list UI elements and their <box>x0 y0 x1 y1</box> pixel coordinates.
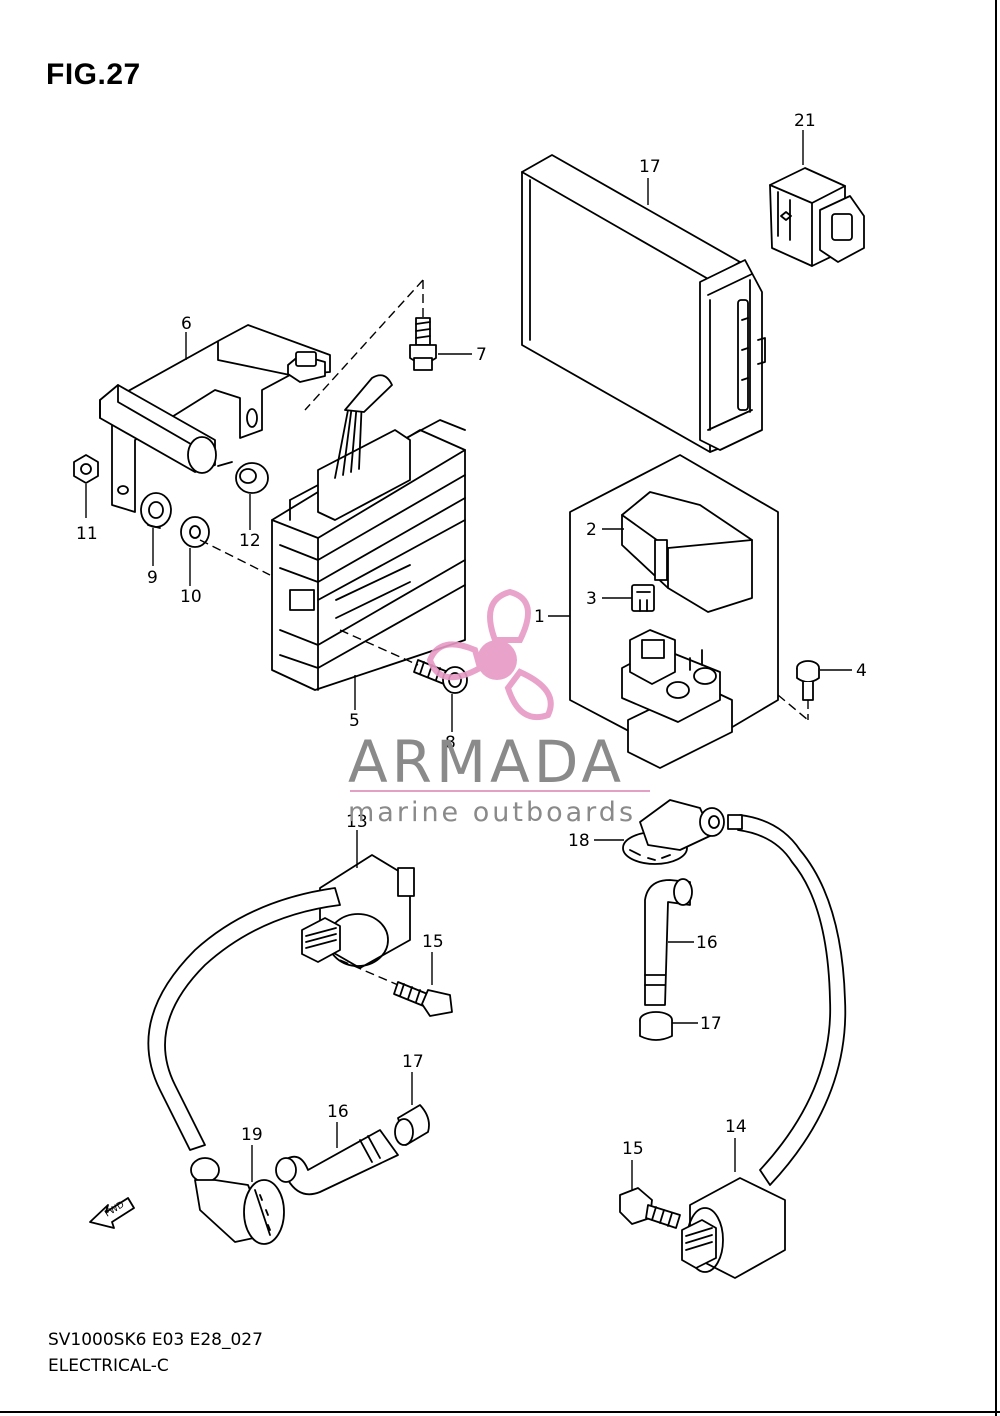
watermark-divider <box>350 790 650 792</box>
part-19-plug-cap[interactable] <box>190 1157 285 1245</box>
callout-21: 21 <box>794 111 816 131</box>
watermark-tagline: marine outboards <box>348 797 637 828</box>
footer-model-code: SV1000SK6 E03 E28_027 <box>48 1330 263 1350</box>
part-11-nut[interactable] <box>73 454 99 484</box>
callout-17-upper: 17 <box>700 1014 722 1034</box>
part-21-relay[interactable] <box>769 167 865 267</box>
callout-19: 19 <box>241 1125 263 1145</box>
leader-lines <box>85 130 852 1190</box>
part-16-lower-cable[interactable] <box>275 1129 399 1196</box>
callout-15-lower: 15 <box>622 1139 644 1159</box>
callout-15-upper: 15 <box>422 932 444 952</box>
callout-16-lower: 16 <box>327 1102 349 1122</box>
callout-8: 8 <box>445 733 456 753</box>
callout-1: 1 <box>534 607 545 627</box>
part-10-washer[interactable] <box>180 516 210 548</box>
callout-9: 9 <box>147 568 158 588</box>
part-1-starter-relay-assembly[interactable] <box>569 454 779 769</box>
part-5-regulator-rectifier[interactable] <box>271 374 466 691</box>
part-14-ignition-coil[interactable] <box>681 814 847 1279</box>
callout-numbers: 17 21 6 7 11 9 10 12 5 8 2 3 1 4 13 15 1… <box>76 111 867 1159</box>
callout-18: 18 <box>568 831 590 851</box>
callout-2: 2 <box>586 520 597 540</box>
part-18-plug-cap[interactable] <box>622 799 725 865</box>
fwd-direction-arrow: FWD <box>89 1197 135 1229</box>
callout-5: 5 <box>349 711 360 731</box>
watermark-brand-name: ARMADA <box>348 728 626 796</box>
part-15-bolt-upper[interactable] <box>393 981 453 1017</box>
callout-11: 11 <box>76 524 98 544</box>
part-6-bracket[interactable] <box>99 324 331 513</box>
watermark-propeller-logo <box>426 588 554 721</box>
part-9-grommet[interactable] <box>140 492 172 529</box>
callout-20: 17 <box>639 157 661 177</box>
callout-16-upper: 16 <box>696 933 718 953</box>
callout-13: 13 <box>346 812 368 832</box>
part-17-lower-boot[interactable] <box>394 1104 430 1146</box>
callout-7: 7 <box>476 345 487 365</box>
part-15-bolt-lower[interactable] <box>619 1187 681 1229</box>
callout-4: 4 <box>856 661 867 681</box>
callout-14: 14 <box>725 1117 747 1137</box>
part-17-upper-boot[interactable] <box>639 1011 673 1041</box>
callout-17-lower: 17 <box>402 1052 424 1072</box>
part-13-ignition-coil[interactable] <box>147 854 415 1151</box>
page-frame-right <box>995 0 997 1416</box>
part-16-upper-cable[interactable] <box>644 878 693 1006</box>
callout-12: 12 <box>239 531 261 551</box>
callout-3: 3 <box>586 589 597 609</box>
part-20-ecm-unit[interactable] <box>521 154 766 453</box>
part-4-screw[interactable] <box>777 660 820 721</box>
callout-6: 6 <box>181 314 192 334</box>
callout-10: 10 <box>180 587 202 607</box>
page-frame-bottom <box>0 1411 1000 1413</box>
part-12-collar[interactable] <box>235 462 269 494</box>
figure-title: FIG.27 <box>46 58 141 91</box>
part-7-bolt[interactable] <box>409 317 437 371</box>
footer-section-name: ELECTRICAL-C <box>48 1356 169 1376</box>
